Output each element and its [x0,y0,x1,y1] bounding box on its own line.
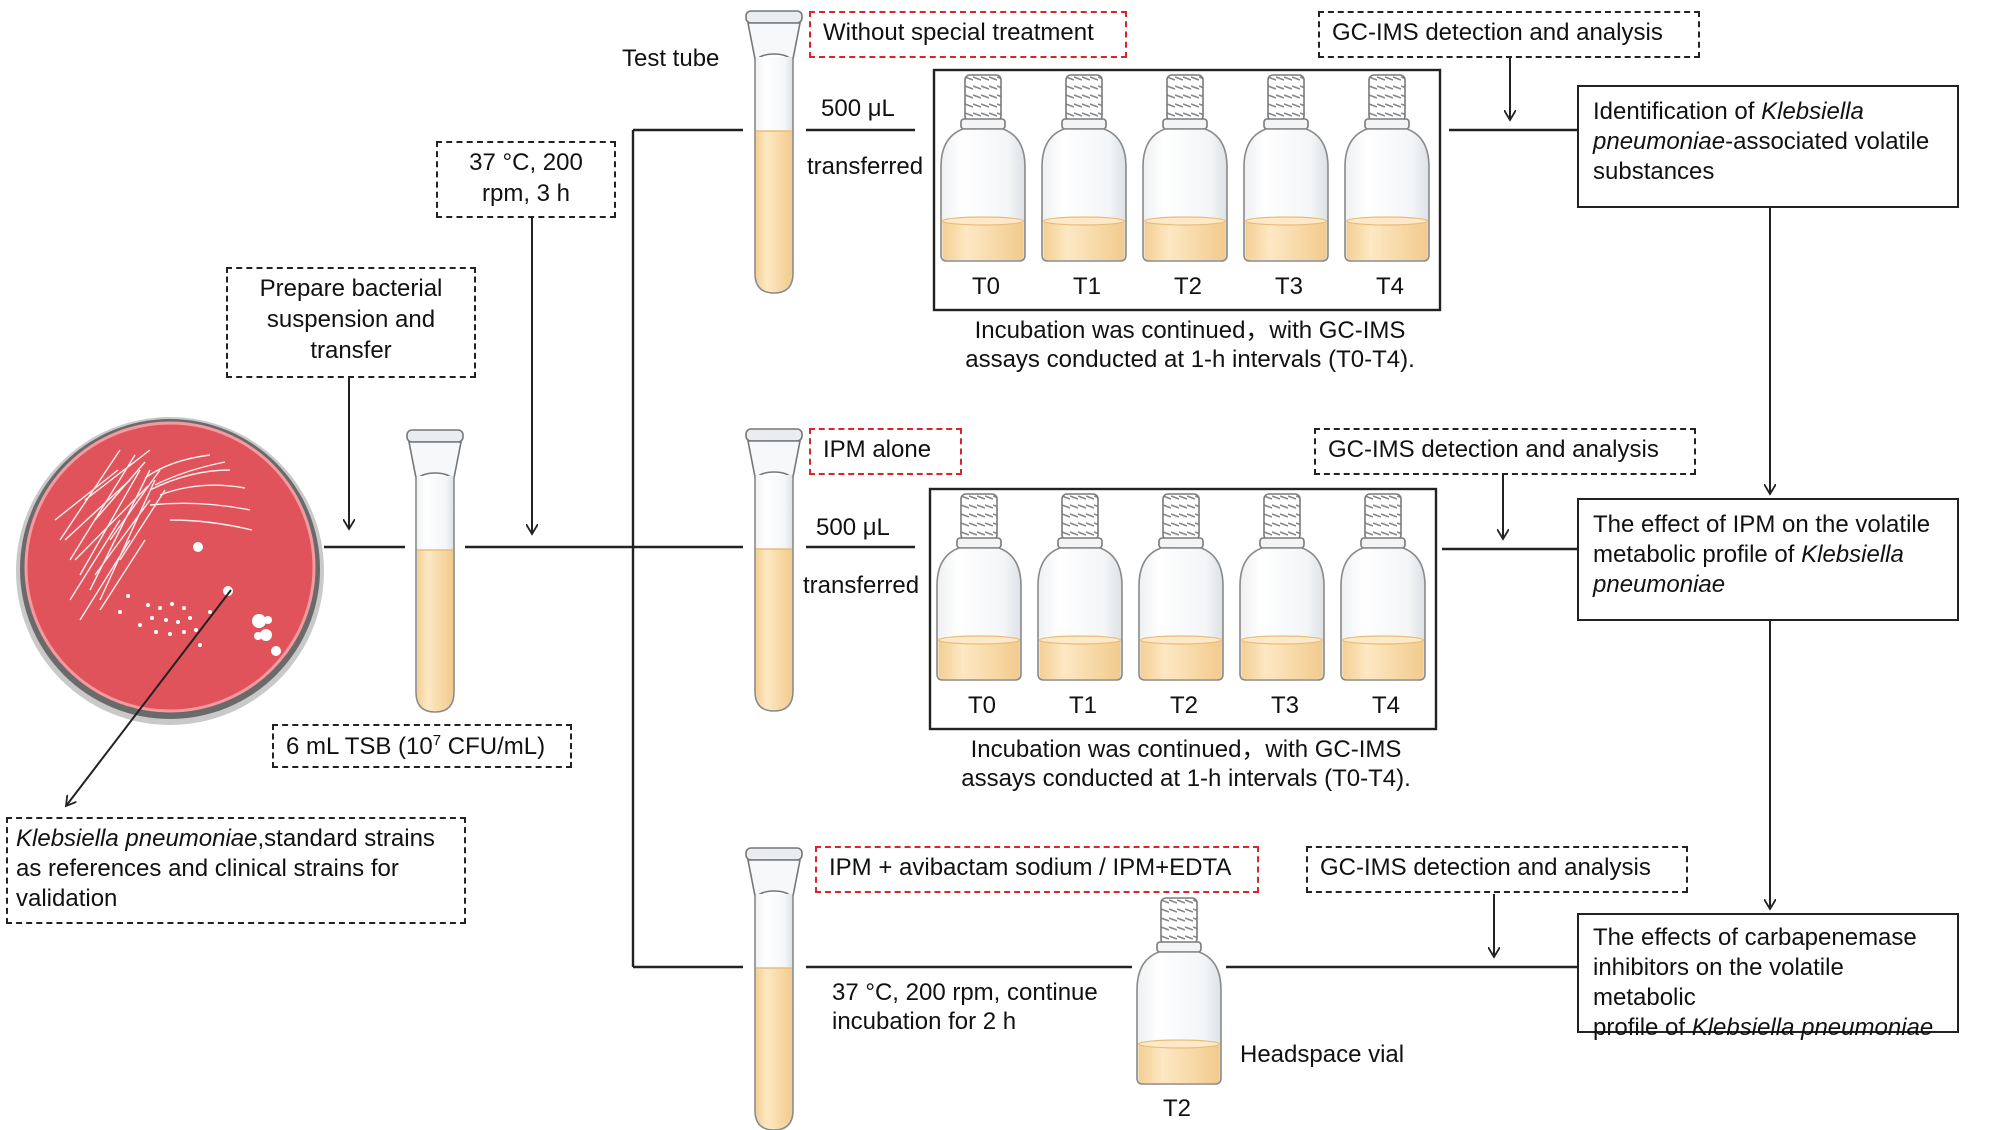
incubation-caption-1: Incubation was continued，with GC-IMS ass… [965,317,1415,373]
treatment-label-3: IPM + avibactam sodium / IPM+EDTA [815,846,1259,893]
tsb-tube-icon [406,429,464,713]
tsb-volume-box: 6 mL TSB (107 CFU/mL) [272,724,572,768]
prep-step-box: Prepare bacterial suspension and transfe… [226,267,476,378]
continue-incubation-label: 37 °C, 200 rpm, continue incubation for … [832,979,1098,1035]
species-name: Klebsiella pneumoniae [16,825,258,852]
headspace-vial-icon [1340,493,1426,681]
incubation-caption-2: Incubation was continued，with GC-IMS ass… [961,736,1411,792]
gcims-box-3: GC-IMS detection and analysis [1306,846,1688,893]
timepoint-label: T0 [972,273,1001,300]
headspace-vial-icon [940,74,1026,262]
plate-pointer-arrow [66,589,232,806]
timepoint-label: T2 [1174,273,1203,300]
connector-lines [324,128,1577,969]
vial-box-1 [932,68,1442,312]
test-tube-label: Test tube [622,45,720,72]
timepoint-label: T1 [1073,273,1102,300]
headspace-vial-icon [1136,897,1222,1085]
incubation-conditions-box: 37 °C, 200 rpm, 3 h [436,141,616,218]
test-tube-icon-3 [745,847,803,1130]
outcome-text: The effect of IPM on the volatile metabo… [1593,511,1931,568]
tsb-label-unit: CFU/mL) [441,733,546,760]
timepoint-label: T3 [1271,692,1300,719]
timepoint-t2-label: T2 [1163,1095,1192,1122]
transferred-label-1: transferred [807,153,924,180]
agar-plate-icon [16,417,324,725]
transferred-label-2: transferred [803,572,920,599]
outcome-box-3: The effects of carbapenemase inhibitors … [1577,913,1959,1041]
test-tube-icon-2 [745,428,803,712]
species-name: Klebsiella pneumoniae [1691,1014,1934,1041]
headspace-vial-label: Headspace vial [1240,1041,1405,1068]
headspace-vial-icon [936,493,1022,681]
vial-row-2 [936,493,1426,681]
gcims-box-1: GC-IMS detection and analysis [1318,11,1700,58]
gcims-box-2: GC-IMS detection and analysis [1314,428,1696,475]
outcome-text: Identification of [1593,98,1762,125]
timepoint-label: T2 [1170,692,1199,719]
headspace-vial-icon [1344,74,1430,262]
headspace-vial-icon [1142,74,1228,262]
tsb-label-main: 6 mL TSB (10 [286,733,433,760]
test-tube-icon-1 [745,10,803,294]
vial-box-2 [928,487,1438,731]
timepoint-label: T4 [1376,273,1405,300]
species-name: Klebsiella pneumoniae [1593,541,1904,598]
outcome-box-1: Identification of Klebsiella pneumoniae-… [1577,85,1959,208]
transfer-volume-2: 500 μL [816,514,890,541]
tsb-exponent: 7 [432,732,442,749]
outcome-text: -associated volatile substances [1593,128,1930,185]
treatment-label-2: IPM alone [809,428,962,475]
headspace-vial-icon [1239,493,1325,681]
headspace-vial-icon [1243,74,1329,262]
timepoint-label: T1 [1069,692,1098,719]
headspace-vial-icon [1041,74,1127,262]
vial-row-1 [940,74,1430,262]
headspace-vial-icon [1138,493,1224,681]
strain-description-text: ,standard strains as references and clin… [16,825,435,912]
headspace-vial-icon [1037,493,1123,681]
outcome-box-2: The effect of IPM on the volatile metabo… [1577,498,1959,621]
strain-description-box: Klebsiella pneumoniae,standard strains a… [6,817,466,924]
transfer-volume-1: 500 μL [821,95,895,122]
timepoint-label: T4 [1372,692,1401,719]
timepoint-label: T0 [968,692,997,719]
outcome-text: The effects of carbapenemase inhibitors … [1593,924,1917,1041]
treatment-label-1: Without special treatment [809,11,1127,58]
species-name: Klebsiella pneumoniae [1593,98,1864,155]
timepoint-label: T3 [1275,273,1304,300]
